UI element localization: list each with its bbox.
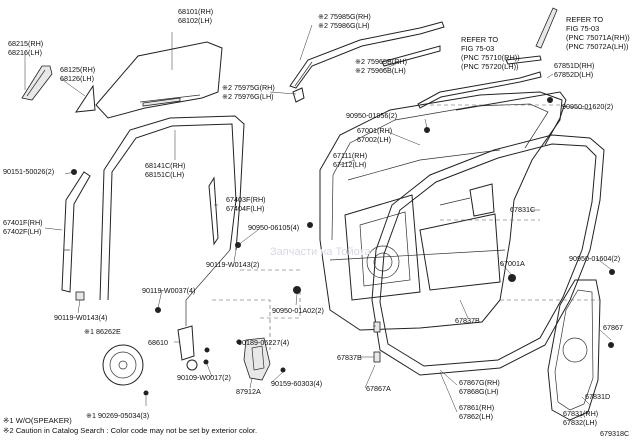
label-90159: 90159-60303(4) <box>271 379 322 388</box>
label-67111: 67111(RH) <box>333 151 367 160</box>
molding-75965 <box>381 45 441 67</box>
door-weatherstrip <box>371 134 605 376</box>
label-67112: 67112(LH) <box>333 160 366 169</box>
label-75986: ※2 75986G(LH) <box>318 21 370 30</box>
svg-text:(PNC 75072A(LH)): (PNC 75072A(LH)) <box>566 42 628 51</box>
label-90119-w0143-2: 90119-W0143(2) <box>206 260 259 269</box>
label-67867g: 67867G(RH) <box>459 378 500 387</box>
label-90950-01620: 90950-01620(2) <box>562 102 613 111</box>
label-90950-01a02: 90950-01A02(2) <box>272 306 324 315</box>
label-67851: 67851D(RH) <box>554 61 594 70</box>
door-shell <box>319 91 563 331</box>
label-75976: ※2 75976G(LH) <box>222 92 274 101</box>
label-75975: ※2 75975G(RH) <box>222 83 275 92</box>
label-90950-06105: 90950-06105(4) <box>248 223 299 232</box>
glass-run-67867 <box>455 91 567 146</box>
glass-corner-piece <box>75 84 96 113</box>
label-68102: 68102(LH) <box>178 16 212 25</box>
label-90950-01604: 90950-01604(2) <box>569 254 620 263</box>
ref-top-right: REFER TO FIG 75-03 (PNC 75071A(RH)) (PNC… <box>566 15 630 51</box>
label-67402: 67402F(LH) <box>3 227 41 236</box>
window-run-channel <box>99 115 245 301</box>
label-67404: 67404F(LH) <box>226 204 264 213</box>
label-68141: 68141C(RH) <box>145 161 185 170</box>
svg-text:FIG 75-03: FIG 75-03 <box>566 24 599 33</box>
label-67862: 67862(LH) <box>459 412 493 421</box>
label-67837b-top: 67837B <box>455 316 480 325</box>
label-68126: 68126(LH) <box>60 74 94 83</box>
label-67002: 67002(LH) <box>357 135 391 144</box>
label-90109: 90109-W0017(2) <box>177 373 231 382</box>
svg-text:(PNC 75710(RH)): (PNC 75710(RH)) <box>461 53 520 62</box>
note-2: ※2 Caution in Catalog Search : Color cod… <box>3 426 257 435</box>
dashed-guides <box>212 104 600 350</box>
rear-channel-67403F <box>208 176 219 246</box>
label-68101: 68101(RH) <box>178 7 213 16</box>
label-67401: 67401F(RH) <box>3 218 43 227</box>
label-75966: ※2 75966B(LH) <box>355 66 406 75</box>
label-68125: 68125(RH) <box>60 65 95 74</box>
svg-text:REFER TO: REFER TO <box>566 15 603 24</box>
label-67831d: 67831D <box>585 392 610 401</box>
label-90950-01956: 90950-01956(2) <box>346 111 397 120</box>
figure-code: 679318C <box>600 429 629 438</box>
window-regulator <box>177 249 231 371</box>
label-67852: 67852D(LH) <box>554 70 593 79</box>
label-67861: 67861(RH) <box>459 403 494 412</box>
svg-text:REFER TO: REFER TO <box>461 35 498 44</box>
note-1: ※1 W/O(SPEAKER) <box>3 416 72 425</box>
ref-middle: REFER TO FIG 75-03 (PNC 75710(RH)) (PNC … <box>461 35 520 71</box>
label-90269: ※1 90269-05034(3) <box>86 411 149 420</box>
label-67867a: 67867A <box>366 384 391 393</box>
division-bar <box>61 171 91 301</box>
label-67831c: 67831C <box>510 205 535 214</box>
svg-text:(PNC 75071A(RH)): (PNC 75071A(RH)) <box>566 33 630 42</box>
label-67832: 67832(LH) <box>563 418 597 427</box>
part-labels: 68101(RH) 68102(LH) 68215(RH) 68216(LH) … <box>3 7 623 427</box>
speaker <box>102 344 144 386</box>
label-67867-right: 67867 <box>603 323 623 332</box>
service-hole-cover <box>547 279 601 421</box>
label-90189: 90189-06227(4) <box>238 338 289 347</box>
fasteners <box>71 97 615 396</box>
leader-lines <box>24 24 613 419</box>
door-glass <box>95 41 223 119</box>
label-75985: ※2 75985G(RH) <box>318 12 371 21</box>
label-68216: 68216(LH) <box>8 48 42 57</box>
svg-text:(PNC 75720(LH)): (PNC 75720(LH)) <box>461 62 519 71</box>
label-68215: 68215(RH) <box>8 39 43 48</box>
watermark: Запчасти на Тойота <box>270 246 371 258</box>
label-67868g: 67868G(LH) <box>459 387 499 396</box>
label-68151: 68151C(LH) <box>145 170 184 179</box>
quarter-glass <box>21 65 53 101</box>
label-67001: 67001(RH) <box>357 126 392 135</box>
label-90151: 90151-50026(2) <box>3 167 54 176</box>
label-75965: ※2 75965B(RH) <box>355 57 407 66</box>
clip-75975G <box>292 87 305 103</box>
label-86262: ※1 86262E <box>84 327 121 336</box>
label-67403: 67403F(RH) <box>226 195 266 204</box>
label-67001a: 67001A <box>500 259 525 268</box>
label-87912: 87912A <box>236 387 261 396</box>
inside-handle <box>243 337 271 381</box>
label-67831: 67831(RH) <box>563 409 598 418</box>
label-90119-w0143-4: 90119-W0143(4) <box>54 313 107 322</box>
svg-text:FIG 75-03: FIG 75-03 <box>461 44 494 53</box>
clip-67837B-upper <box>373 321 381 333</box>
label-67837b-bottom: 67837B <box>337 353 362 362</box>
clip-67837B-lower <box>373 351 381 363</box>
label-90119-w0037: 90119-W0037(4) <box>142 286 195 295</box>
label-68610: 68610 <box>148 338 168 347</box>
